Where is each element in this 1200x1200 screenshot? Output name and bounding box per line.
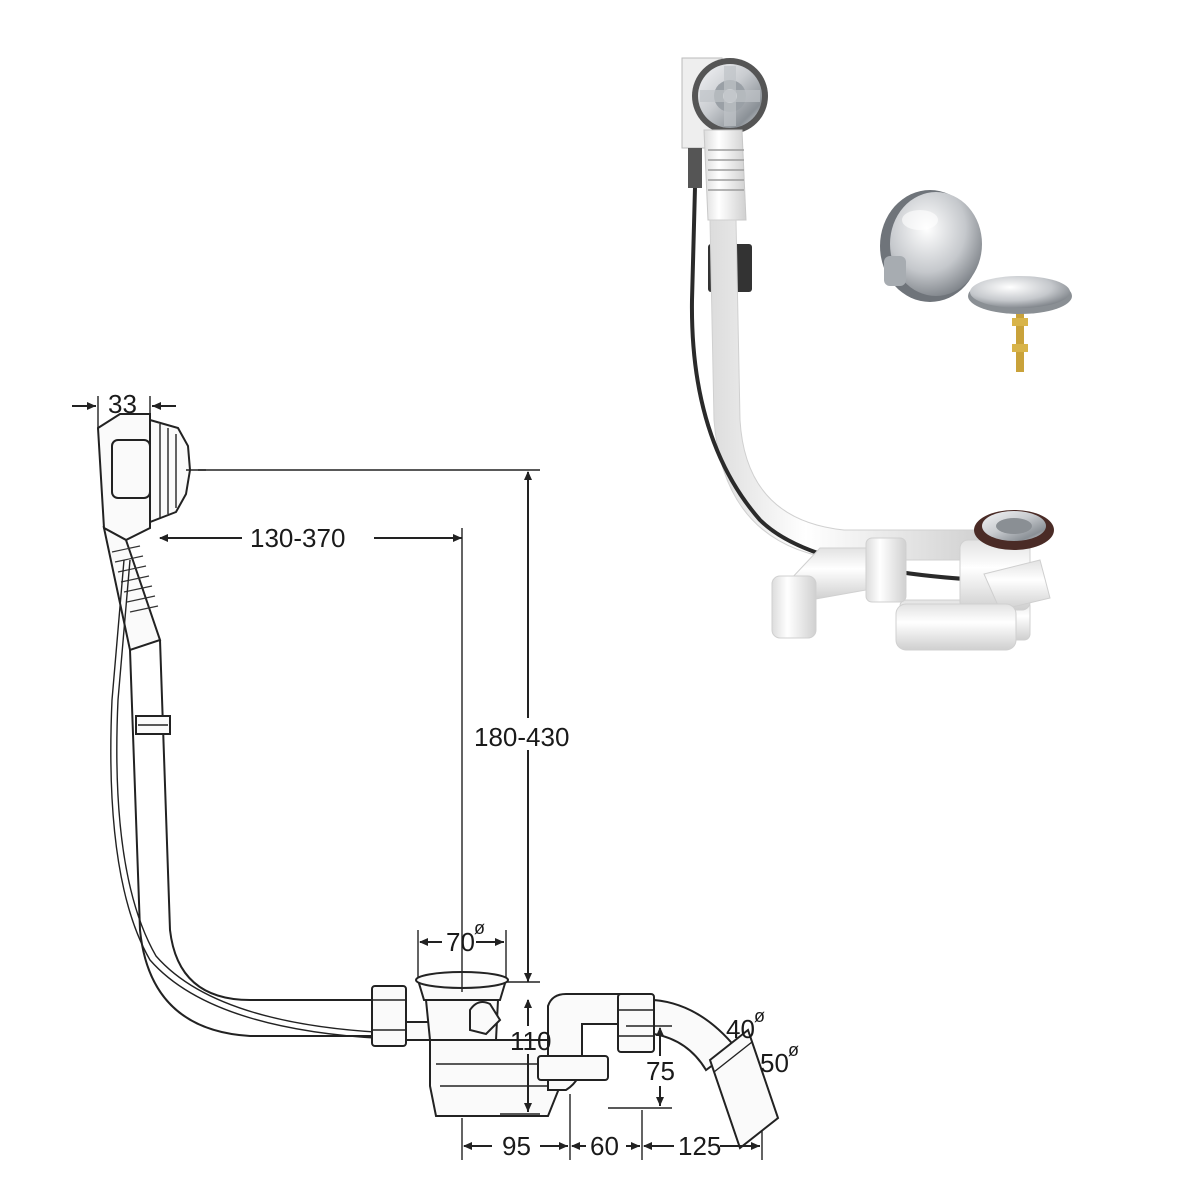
chrome-plug-photo [968,276,1072,372]
dim-130-370: 130-370 [159,523,463,992]
union-nut-right [617,993,655,1053]
dim-bottom-chain: 95 60 125 [461,1094,763,1161]
trap-outlet-photo [771,537,1017,651]
dim-label-60: 60 [590,1131,619,1161]
dim-75: 75 [608,1025,675,1109]
dim-label-33: 33 [108,389,137,419]
chrome-overflow-cover-photo [880,190,982,302]
dim-label-40: 40 [726,1014,755,1044]
union-nut-left [371,985,407,1047]
dim-110: 110 [500,999,551,1115]
dim-diameter-70: ø [474,918,485,938]
dim-label-75: 75 [646,1056,675,1086]
dim-50: 50 ø [760,1040,799,1078]
technical-drawing: 33 130-370 180-430 70 ø [72,389,799,1161]
product-illustration [681,57,1072,651]
cable-end-photo [688,148,702,188]
dim-label-130-370: 130-370 [250,523,345,553]
bowden-cable [110,559,441,1041]
dim-label-110: 110 [510,1026,551,1056]
overflow-head [96,413,206,542]
dim-33: 33 [72,389,176,430]
dim-diameter-50: ø [788,1040,799,1060]
dim-40: 40 ø [726,1006,765,1044]
dim-180-430: 180-430 [198,469,569,983]
dim-label-50: 50 [760,1048,789,1078]
dim-label-95: 95 [502,1131,531,1161]
trap-bend [537,993,627,1091]
dim-diameter-40: ø [754,1006,765,1026]
dim-label-70: 70 [446,927,475,957]
dim-label-125: 125 [678,1131,721,1161]
corrugated-photo [703,129,747,221]
dim-70: 70 ø [417,918,507,978]
corrugated-hose [102,526,162,652]
dim-label-180-430: 180-430 [474,722,569,752]
outlet-elbow [653,998,780,1150]
